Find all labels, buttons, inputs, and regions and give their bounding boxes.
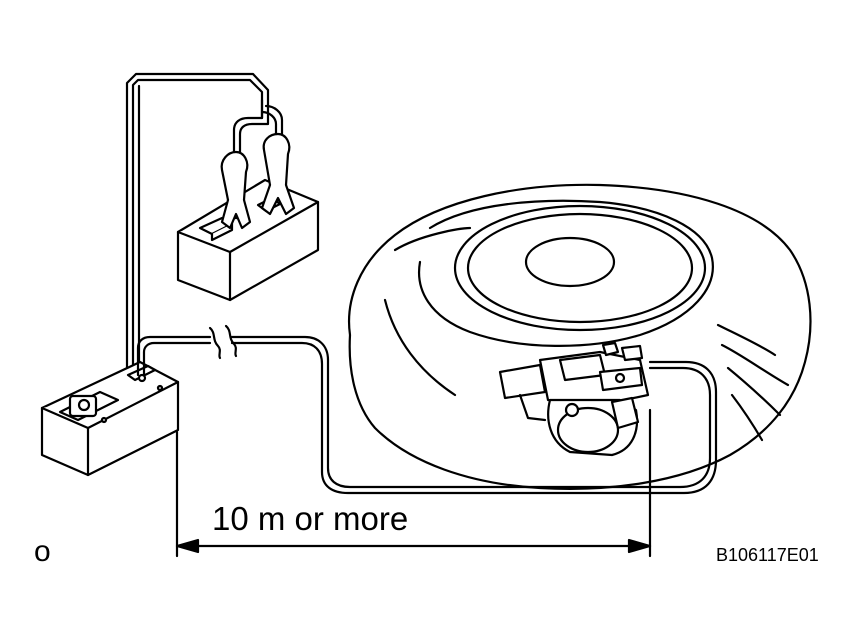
battery-icon (176, 178, 320, 302)
battery-clip-icon (220, 132, 296, 230)
sst-cable (136, 324, 718, 495)
figure-code: B106117E01 (716, 545, 819, 565)
distance-label: 10 m or more (212, 500, 409, 537)
battery-cables (125, 72, 284, 374)
dimension-line (175, 408, 652, 558)
airbag-module-icon (498, 341, 650, 457)
tire-icon (348, 183, 812, 490)
corner-label: o (34, 535, 51, 568)
control-box-icon (40, 360, 180, 477)
